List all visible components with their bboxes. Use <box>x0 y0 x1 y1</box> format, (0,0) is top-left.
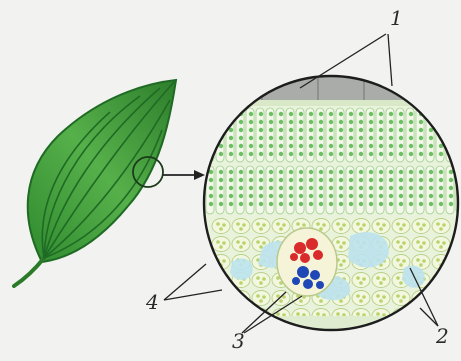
upper-epidermis <box>200 76 461 100</box>
leader-4b <box>164 290 222 300</box>
leaf-petiole <box>14 258 44 286</box>
magnify-arrow <box>163 170 205 180</box>
leader-1b <box>388 34 392 86</box>
label-2: 2 <box>436 326 449 346</box>
label-3: 3 <box>232 331 245 351</box>
leader-4a <box>164 264 206 300</box>
leaf-illustration <box>14 80 176 286</box>
label-1: 1 <box>390 8 403 28</box>
label-4: 4 <box>146 292 159 312</box>
vascular-bundle <box>277 228 337 296</box>
